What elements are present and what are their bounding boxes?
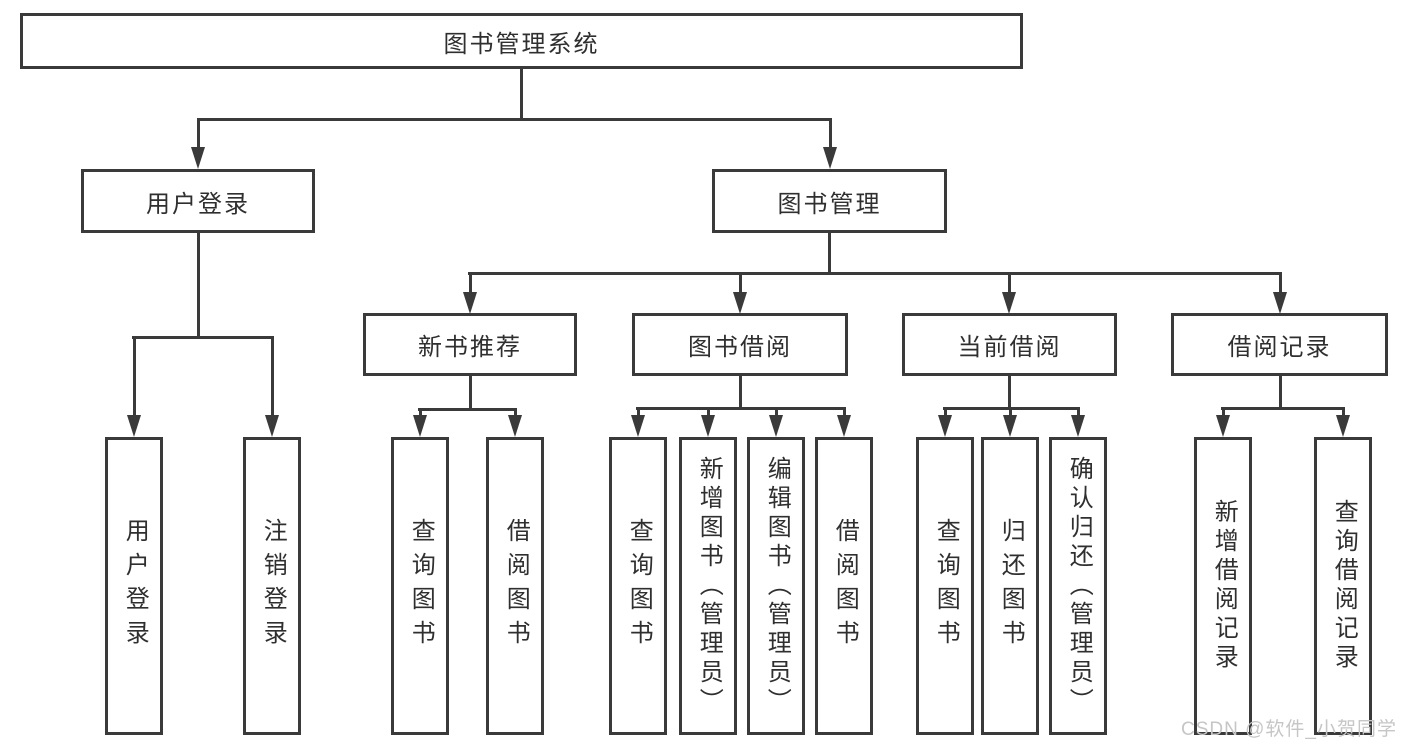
- connector-arm: [418, 408, 422, 415]
- connector-arm: [842, 407, 846, 415]
- node-label: 用户登录: [146, 190, 250, 218]
- connector-arm: [738, 272, 742, 292]
- leaf-br-add-borrow-record: 新增借阅记录: [1194, 437, 1252, 735]
- connector-arm: [1076, 407, 1080, 415]
- node-book-borrowing: 图书借阅: [632, 313, 848, 376]
- connector-arm: [774, 407, 778, 415]
- connector-arm: [943, 407, 947, 415]
- node-label: 查询图书: [625, 518, 653, 654]
- arrowhead-down: [127, 415, 141, 437]
- connector-stem: [519, 69, 523, 118]
- leaf-cb-confirm-return-admin: 确认归还（管理员）: [1049, 437, 1107, 735]
- node-current-borrowing: 当前借阅: [902, 313, 1117, 376]
- connector-rail: [636, 407, 846, 410]
- arrowhead-down: [631, 415, 645, 437]
- arrowhead-down: [1003, 415, 1017, 437]
- node-label: 新增借阅记录: [1210, 499, 1238, 673]
- connector-stem: [196, 233, 200, 336]
- arrowhead-down: [1071, 415, 1085, 437]
- node-user-login: 用户登录: [81, 169, 315, 233]
- node-label: 查询借阅记录: [1330, 499, 1358, 673]
- leaf-cb-return-books: 归还图书: [981, 437, 1039, 735]
- node-label: 归还图书: [997, 518, 1025, 654]
- connector-rail: [943, 407, 1080, 410]
- node-label: 查询图书: [932, 518, 960, 654]
- node-label: 借阅图书: [831, 518, 859, 654]
- node-label: 当前借阅: [957, 334, 1062, 361]
- arrowhead-down: [508, 415, 522, 437]
- leaf-bb-add-book-admin: 新增图书（管理员）: [679, 437, 737, 735]
- connector-arm: [513, 408, 517, 415]
- node-label: 借阅图书: [502, 518, 530, 654]
- leaf-nbr-query-books: 查询图书: [391, 437, 449, 735]
- leaf-cb-query-books: 查询图书: [916, 437, 974, 735]
- node-borrowing-records: 借阅记录: [1171, 313, 1388, 376]
- node-label: 编辑图书（管理员）: [763, 455, 791, 717]
- arrowhead-down: [938, 415, 952, 437]
- connector-arm: [468, 272, 472, 292]
- node-label: 新增图书（管理员）: [695, 455, 723, 717]
- connector-stem: [468, 376, 472, 408]
- node-label: 用户登录: [121, 518, 149, 654]
- connector-rail: [1221, 407, 1345, 410]
- connector-rail: [132, 336, 274, 339]
- connector-stem: [1278, 376, 1282, 407]
- connector-rail: [197, 118, 832, 121]
- connector-arm: [1221, 407, 1225, 415]
- connector-arm: [132, 336, 136, 415]
- connector-arm: [1278, 272, 1282, 292]
- node-new-book-recommendation: 新书推荐: [363, 313, 577, 376]
- leaf-user-login: 用户登录: [105, 437, 163, 735]
- arrowhead-down: [1002, 292, 1016, 314]
- node-book-management: 图书管理: [712, 169, 947, 233]
- node-label: 图书借阅: [688, 334, 792, 361]
- connector-arm: [636, 407, 640, 415]
- arrowhead-down: [837, 415, 851, 437]
- leaf-bb-borrow-books: 借阅图书: [815, 437, 873, 735]
- connector-arm: [706, 407, 710, 415]
- arrowhead-down: [1336, 415, 1350, 437]
- connector-arm: [828, 118, 832, 147]
- connector-stem: [827, 233, 831, 272]
- leaf-bb-query-books: 查询图书: [609, 437, 667, 735]
- leaf-nbr-borrow-books: 借阅图书: [486, 437, 544, 735]
- node-label: 确认归还（管理员）: [1065, 455, 1093, 717]
- connector-arm: [1341, 407, 1345, 415]
- csdn-watermark: CSDN @软件_小贺同学: [1181, 719, 1397, 740]
- connector-arm: [1007, 272, 1011, 292]
- connector-stem: [1007, 376, 1011, 407]
- arrowhead-down: [1273, 292, 1287, 314]
- leaf-bb-edit-book-admin: 编辑图书（管理员）: [747, 437, 805, 735]
- connector-rail: [468, 272, 1282, 275]
- node-book-management-system: 图书管理系统: [20, 13, 1023, 69]
- arrowhead-down: [701, 415, 715, 437]
- arrowhead-down: [823, 147, 837, 169]
- node-label: 查询图书: [407, 518, 435, 654]
- node-label: 图书管理系统: [443, 30, 600, 58]
- node-label: 新书推荐: [418, 334, 522, 361]
- arrowhead-down: [265, 415, 279, 437]
- connector-arm: [196, 118, 200, 147]
- connector-rail: [418, 408, 517, 411]
- arrowhead-down: [463, 292, 477, 314]
- arrowhead-down: [769, 415, 783, 437]
- arrowhead-down: [1216, 415, 1230, 437]
- arrowhead-down: [191, 147, 205, 169]
- leaf-logout-login: 注销登录: [243, 437, 301, 735]
- node-label: 注销登录: [259, 518, 287, 654]
- node-label: 图书管理: [777, 190, 882, 218]
- leaf-br-query-borrow-record: 查询借阅记录: [1314, 437, 1372, 735]
- connector-arm: [1008, 407, 1012, 415]
- connector-stem: [738, 376, 742, 407]
- node-label: 借阅记录: [1227, 334, 1332, 361]
- arrowhead-down: [733, 292, 747, 314]
- arrowhead-down: [413, 415, 427, 437]
- connector-arm: [270, 336, 274, 415]
